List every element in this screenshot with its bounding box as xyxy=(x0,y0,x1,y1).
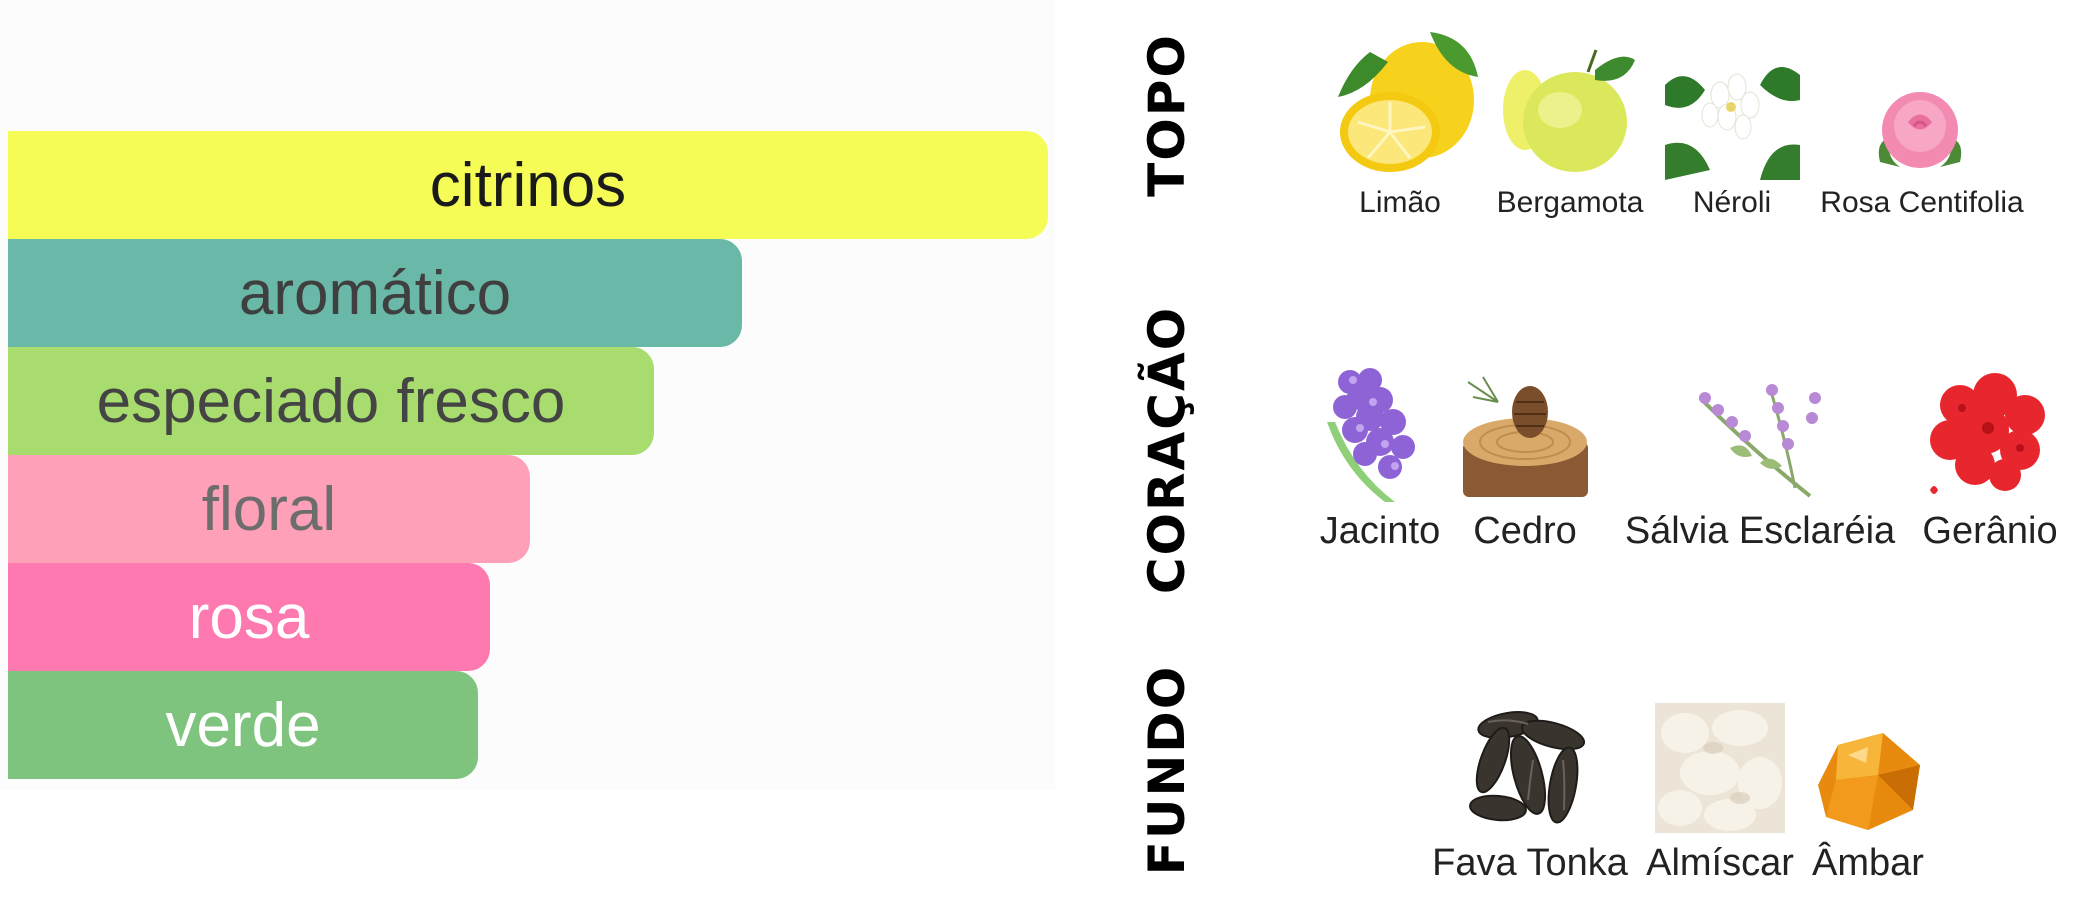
note-caption: Almíscar xyxy=(1646,842,1794,884)
tier-label-top: TOPO xyxy=(1138,33,1196,197)
note-caption: Jacinto xyxy=(1319,510,1441,552)
amber-icon xyxy=(1818,733,1920,830)
note-caption: Gerânio xyxy=(1922,510,2058,552)
tier-label-heart: CORAÇÃO xyxy=(1138,305,1196,595)
pink-rose-icon xyxy=(1878,92,1962,168)
note-caption: Néroli xyxy=(1692,186,1772,219)
accord-label: especiado fresco xyxy=(96,366,566,436)
accords-panel: citrinos aromático especiado fresco flor… xyxy=(0,0,1055,790)
note-caption: Sálvia Esclaréia xyxy=(1624,510,1896,552)
accord-label: citrinos xyxy=(429,150,627,220)
neroli-flower-icon xyxy=(1665,67,1800,180)
note-caption: Cedro xyxy=(1473,510,1577,552)
accord-label: aromático xyxy=(238,258,512,328)
accord-label: verde xyxy=(165,690,321,760)
accord-label: rosa xyxy=(188,582,310,652)
hyacinth-icon xyxy=(1327,368,1415,502)
accord-bar-especiado-fresco: especiado fresco xyxy=(8,347,654,455)
geranium-icon xyxy=(1930,373,2045,494)
note-caption: Bergamota xyxy=(1496,186,1644,219)
note-caption: Limão xyxy=(1359,186,1441,219)
note-caption: Âmbar xyxy=(1812,842,1924,884)
note-caption: Rosa Centifolia xyxy=(1820,186,2024,219)
note-caption: Fava Tonka xyxy=(1432,842,1628,884)
musk-icon xyxy=(1655,703,1785,833)
accord-bar-floral: floral xyxy=(8,455,530,563)
cedar-wood-icon xyxy=(1463,376,1588,497)
accord-bar-citrinos: citrinos xyxy=(8,131,1048,239)
accord-bar-verde: verde xyxy=(8,671,478,779)
bergamot-icon xyxy=(1503,49,1635,172)
clary-sage-icon xyxy=(1698,384,1821,498)
accord-label: floral xyxy=(201,474,337,544)
lemon-icon xyxy=(1338,32,1478,172)
tonka-bean-icon xyxy=(1469,711,1586,824)
tier-label-base: FUNDO xyxy=(1138,664,1196,876)
accord-bar-rosa: rosa xyxy=(8,563,490,671)
accord-bar-aromatico: aromático xyxy=(8,239,742,347)
